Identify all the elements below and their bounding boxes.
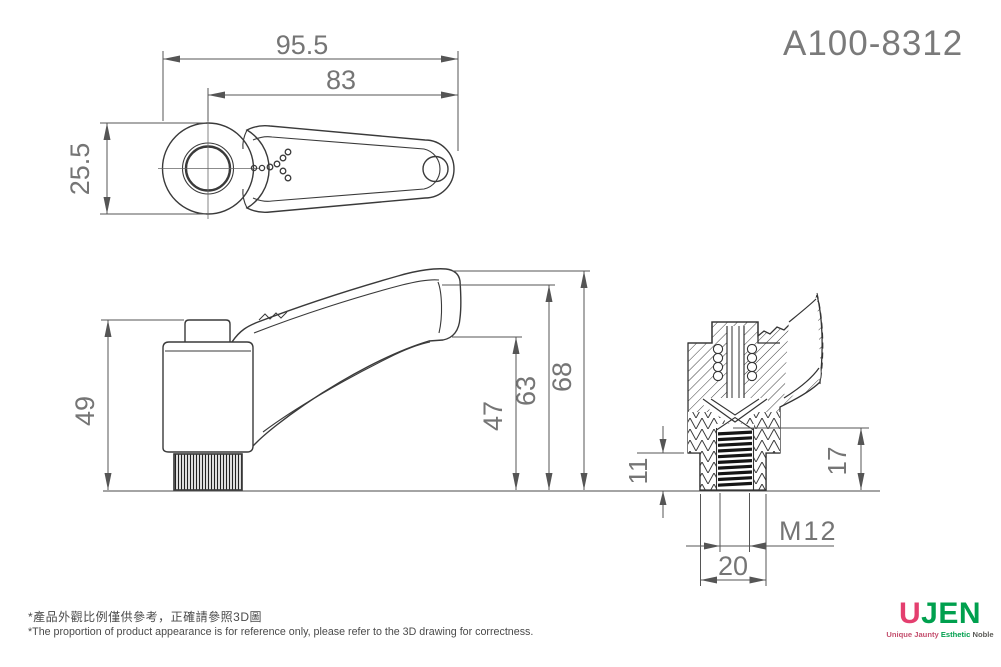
dim-overall-height-label: 68: [547, 362, 577, 392]
ujen-logo: UJEN Unique Jaunty Esthetic Noble: [886, 599, 994, 640]
dim-base-diameter-label: 20: [718, 551, 748, 581]
section-view-dimensions: [637, 426, 869, 586]
dim-handle-tip-height-label: 63: [511, 376, 541, 406]
side-view-drawing: [162, 268, 462, 491]
tagline-word-esthetic: Esthetic: [940, 630, 971, 639]
section-view-drawing: [687, 292, 824, 491]
note-english: *The proportion of product appearance is…: [28, 626, 534, 638]
top-view-dimensions: [100, 51, 459, 215]
dim-handle-underside-height-label: 47: [478, 401, 508, 431]
dim-overall-length-label: 95.5: [276, 30, 329, 60]
top-view-drawing: [158, 118, 455, 219]
dim-thread-spec-label: M12: [779, 516, 838, 546]
part-number-title: A100-8312: [783, 24, 964, 63]
tagline-word-jaunty: Jaunty: [914, 630, 939, 639]
logo-letters-jen: JEN: [921, 597, 982, 630]
note-chinese: *產品外觀比例僅供參考，正確請參照3D圖: [28, 610, 263, 624]
thread-profile: [718, 430, 752, 487]
footnotes: *產品外觀比例僅供參考，正確請參照3D圖 *The proportion of …: [28, 609, 533, 640]
ujen-logo-tagline: Unique Jaunty Esthetic Noble: [886, 630, 994, 639]
logo-letter-u: U: [898, 597, 922, 630]
dim-thread-depth-label: 17: [822, 447, 852, 476]
dim-body-height-label: 49: [70, 396, 100, 426]
ujen-logo-wordmark: UJEN: [886, 599, 994, 629]
side-view-dimensions: [101, 270, 590, 490]
dim-stud-exposed-length-label: 11: [623, 458, 653, 485]
tagline-word-unique: Unique: [886, 630, 913, 639]
break-line: [816, 292, 824, 385]
dim-boss-diameter-label: 25.5: [65, 143, 95, 196]
tagline-word-noble: Noble: [972, 630, 994, 639]
grip-dots-arrow: [250, 148, 292, 182]
dim-center-to-end-label: 83: [326, 65, 356, 95]
